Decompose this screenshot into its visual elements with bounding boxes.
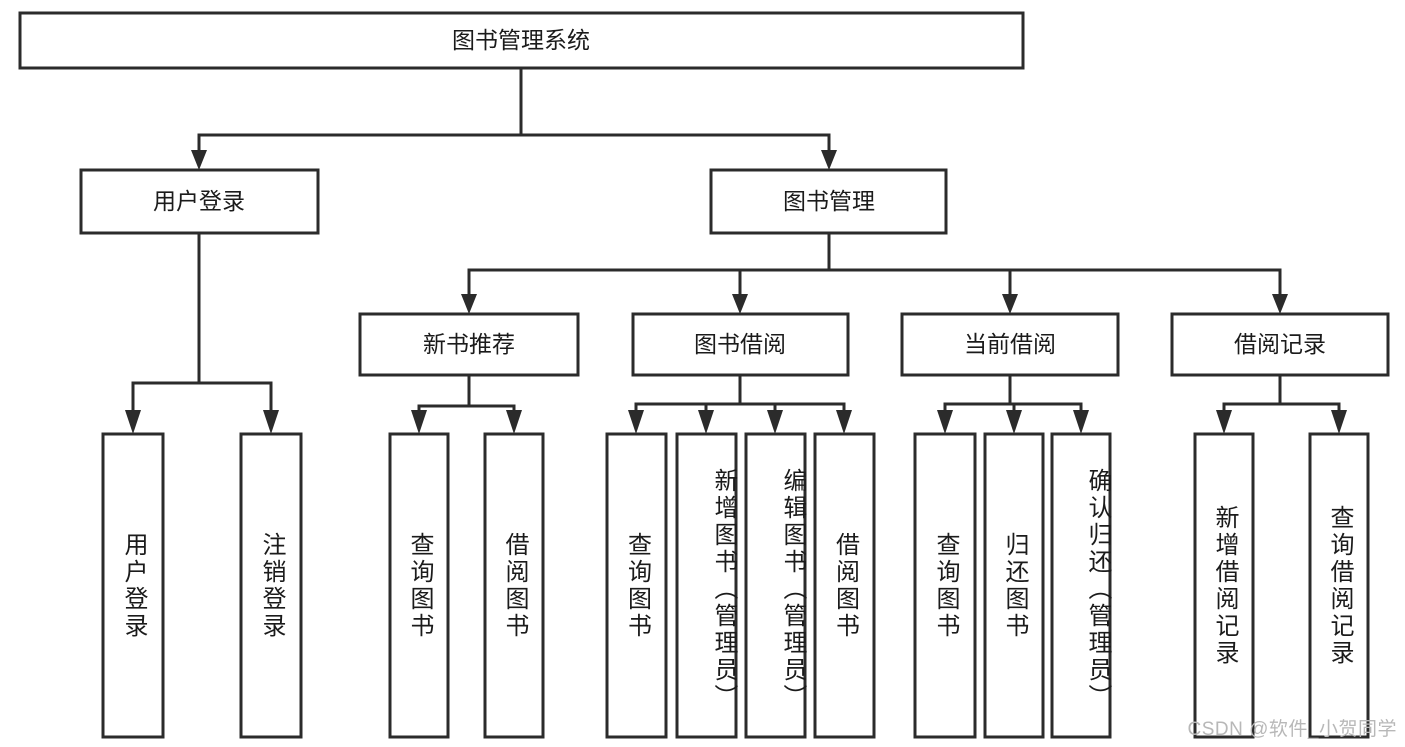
node-book-borrow-box[interactable] xyxy=(631,312,850,377)
leaf-label-bo-lend-book: 借阅图书 xyxy=(831,531,859,640)
node-user-login-label: 用户登录 xyxy=(153,188,245,214)
leaf-label-cu-return-book: 归还图书 xyxy=(1000,531,1028,640)
arrow-head-bo-query xyxy=(628,410,644,434)
leaf-box-bo-query-book[interactable] xyxy=(605,432,668,739)
node-book-management[interactable]: 图书管理 xyxy=(709,168,948,235)
arrow-head-re-add xyxy=(1216,410,1232,434)
leaf-label-nb-query-book: 查询图书 xyxy=(405,531,433,640)
arrow-head-cu-confirm xyxy=(1073,410,1089,434)
leaf-label-bo-edit-book: 编辑图书（管理员） xyxy=(779,468,806,711)
node-book-borrow-label: 图书借阅 xyxy=(694,331,786,357)
node-root-label: 图书管理系统 xyxy=(452,27,590,53)
node-user-login-box[interactable] xyxy=(79,168,320,235)
leaf-label-re-add-record: 新增借阅记录 xyxy=(1210,504,1238,667)
leaf-box-bo-lend-book[interactable] xyxy=(813,432,876,739)
arrow-head-current xyxy=(1002,294,1018,314)
arrow-head-bo-add xyxy=(698,410,714,434)
arrow-head-bo-lend xyxy=(836,410,852,434)
node-current-borrow-box[interactable] xyxy=(900,312,1120,377)
node-new-book-recommend-box[interactable] xyxy=(358,312,580,377)
node-borrow-records[interactable]: 借阅记录 xyxy=(1170,312,1390,377)
leaf-box-bo-add-book[interactable] xyxy=(675,432,738,739)
leaf-label-bo-add-book: 新增图书（管理员） xyxy=(710,468,737,711)
node-book-management-box[interactable] xyxy=(709,168,948,235)
node-new-book-recommend-label: 新书推荐 xyxy=(423,331,515,357)
arrow-head-login xyxy=(191,150,207,170)
arrow-head-cu-query xyxy=(937,410,953,434)
leaf-box-nb-borrow-book[interactable] xyxy=(483,432,545,739)
arrow-head-cu-return xyxy=(1006,410,1022,434)
node-root-box[interactable] xyxy=(18,11,1025,70)
leaf-label-user-logout: 注销登录 xyxy=(257,531,285,640)
arrow-head-nb-query xyxy=(411,410,427,434)
leaf-box-cu-confirm-return[interactable] xyxy=(1050,432,1112,739)
arrow-head-re-query xyxy=(1331,410,1347,434)
arrow-head-borrow xyxy=(732,294,748,314)
node-book-borrow[interactable]: 图书借阅 xyxy=(631,312,850,377)
leaf-label-re-query-record: 查询借阅记录 xyxy=(1325,504,1353,667)
arrow-head-nb-borrow xyxy=(506,410,522,434)
node-current-borrow-label: 当前借阅 xyxy=(964,331,1056,357)
node-root[interactable]: 图书管理系统 xyxy=(18,11,1025,70)
leaf-label-bo-query-book: 查询图书 xyxy=(623,531,651,640)
leaf-box-cu-return-book[interactable] xyxy=(983,432,1045,739)
arrow-head-new-books xyxy=(461,294,477,314)
node-borrow-records-label: 借阅记录 xyxy=(1234,331,1326,357)
leaf-box-user-login[interactable] xyxy=(101,432,165,739)
leaf-label-nb-borrow-book: 借阅图书 xyxy=(500,531,528,640)
node-book-management-label: 图书管理 xyxy=(783,188,875,214)
leaf-label-cu-confirm-return: 确认归还（管理员） xyxy=(1084,468,1111,711)
leaf-box-nb-query-book[interactable] xyxy=(388,432,450,739)
node-borrow-records-box[interactable] xyxy=(1170,312,1390,377)
node-user-login[interactable]: 用户登录 xyxy=(79,168,320,235)
leaf-box-bo-edit-book[interactable] xyxy=(744,432,807,739)
leaf-box-layer xyxy=(101,432,1370,739)
arrow-head-bookmgmt xyxy=(821,150,837,170)
leaf-box-re-add-record[interactable] xyxy=(1193,432,1255,739)
node-new-book-recommend[interactable]: 新书推荐 xyxy=(358,312,580,377)
leaf-label-cu-query-book: 查询图书 xyxy=(931,531,959,640)
arrow-head-records xyxy=(1272,294,1288,314)
leaf-box-re-query-record[interactable] xyxy=(1308,432,1370,739)
leaf-box-cu-query-book[interactable] xyxy=(913,432,977,739)
arrow-head-bo-edit xyxy=(767,410,783,434)
leaf-label-user-login: 用户登录 xyxy=(119,531,147,640)
arrow-head-user-login xyxy=(125,410,141,434)
arrow-head-user-logout xyxy=(263,410,279,434)
node-current-borrow[interactable]: 当前借阅 xyxy=(900,312,1120,377)
leaf-box-user-logout[interactable] xyxy=(239,432,303,739)
connector-layer xyxy=(125,66,1347,434)
